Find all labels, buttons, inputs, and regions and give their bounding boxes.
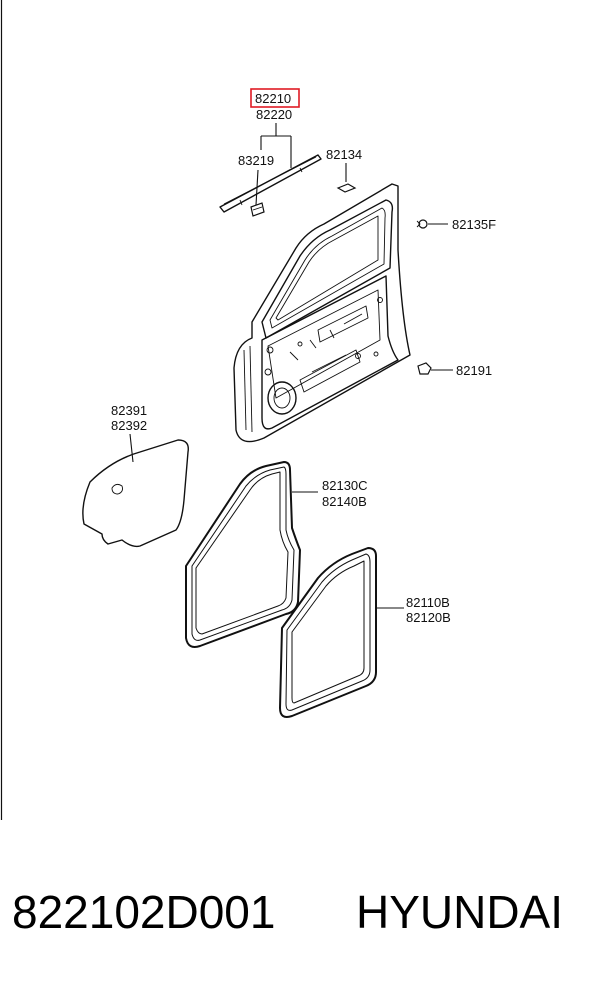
leader-82220 — [260, 123, 292, 168]
beltline-molding-part — [219, 154, 322, 213]
label-82135F[interactable]: 82135F — [452, 217, 496, 232]
label-82191[interactable]: 82191 — [456, 363, 492, 378]
label-82110B[interactable]: 82110B — [406, 595, 450, 610]
label-82120B[interactable]: 82120B — [406, 610, 451, 625]
footer-brand: HYUNDAI — [356, 886, 564, 938]
footer-part-number: 822102D001 — [12, 886, 276, 938]
clip-82135F-part — [416, 219, 428, 229]
pad-82134-part — [336, 183, 357, 193]
weatherstrip-82110B-part — [279, 547, 377, 718]
label-82134[interactable]: 82134 — [326, 147, 362, 162]
label-82392[interactable]: 82392 — [111, 418, 147, 433]
label-83219[interactable]: 83219 — [238, 153, 274, 168]
label-82140B[interactable]: 82140B — [322, 494, 367, 509]
sealing-film-part — [82, 439, 189, 548]
leader-82391 — [129, 433, 134, 463]
highlight-box — [250, 88, 300, 108]
label-82130C[interactable]: 82130C — [322, 478, 368, 493]
weatherstrip-82130C-part — [185, 461, 301, 648]
clip-83219-part — [250, 202, 265, 217]
footer: 822102D001 HYUNDAI — [0, 872, 600, 952]
label-82210[interactable]: 82210 — [255, 91, 291, 106]
label-82391[interactable]: 82391 — [111, 403, 147, 418]
front-door-panel-part — [233, 183, 411, 443]
clip-82191-part — [417, 362, 432, 375]
label-82220[interactable]: 82220 — [256, 107, 292, 122]
